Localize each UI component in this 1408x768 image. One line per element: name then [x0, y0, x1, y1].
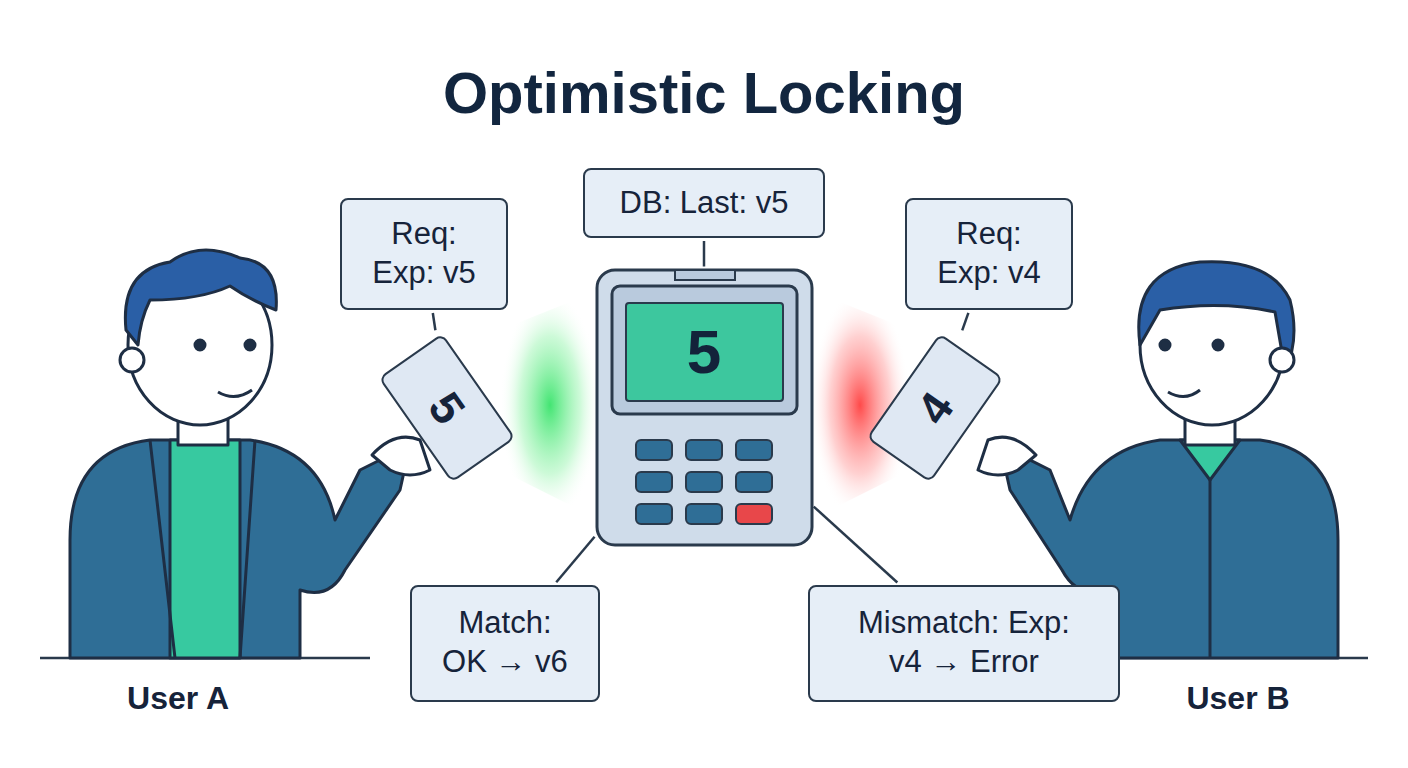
- leader-line: [962, 313, 968, 331]
- keypad-key: [736, 504, 772, 524]
- keypad-key: [636, 440, 672, 460]
- leader-line: [433, 313, 436, 330]
- result-callout: Mismatch: Exp: v4 → Error: [808, 585, 1120, 702]
- terminal-screen: 5: [597, 270, 812, 545]
- db-callout: DB: Last: v5: [583, 168, 825, 238]
- node-text: 5: [418, 382, 477, 434]
- node-text: Match: OK → v6: [438, 604, 573, 682]
- user-a-figure: [70, 250, 430, 658]
- node-text: DB: Last: v5: [620, 184, 789, 223]
- keypad-key: [736, 472, 772, 492]
- request-callout: Req: Exp: v5: [340, 198, 508, 310]
- node-text: 5: [687, 316, 721, 387]
- node-text: Mismatch: Exp: v4 → Error: [839, 604, 1089, 682]
- terminal-device: [597, 270, 812, 545]
- node-text: 4: [906, 382, 965, 434]
- leader-line: [556, 537, 594, 582]
- user-label: User B: [1186, 680, 1289, 717]
- keypad-key: [636, 472, 672, 492]
- keypad-key: [636, 504, 672, 524]
- leader-line: [703, 241, 706, 267]
- leader-line: [814, 507, 898, 583]
- result-callout: Match: OK → v6: [410, 585, 600, 702]
- user-label: User A: [127, 680, 229, 717]
- node-text: Req: Exp: v5: [362, 215, 486, 293]
- node-text: Req: Exp: v4: [927, 215, 1051, 293]
- screen: 5: [625, 302, 784, 402]
- diagram-title: Optimistic Locking: [443, 59, 965, 126]
- request-callout: Req: Exp: v4: [905, 198, 1073, 310]
- keypad-key: [686, 472, 722, 492]
- keypad-key: [686, 504, 722, 524]
- green-glow: [500, 290, 600, 520]
- keypad: [636, 440, 772, 524]
- keypad-key: [736, 440, 772, 460]
- keypad-key: [686, 440, 722, 460]
